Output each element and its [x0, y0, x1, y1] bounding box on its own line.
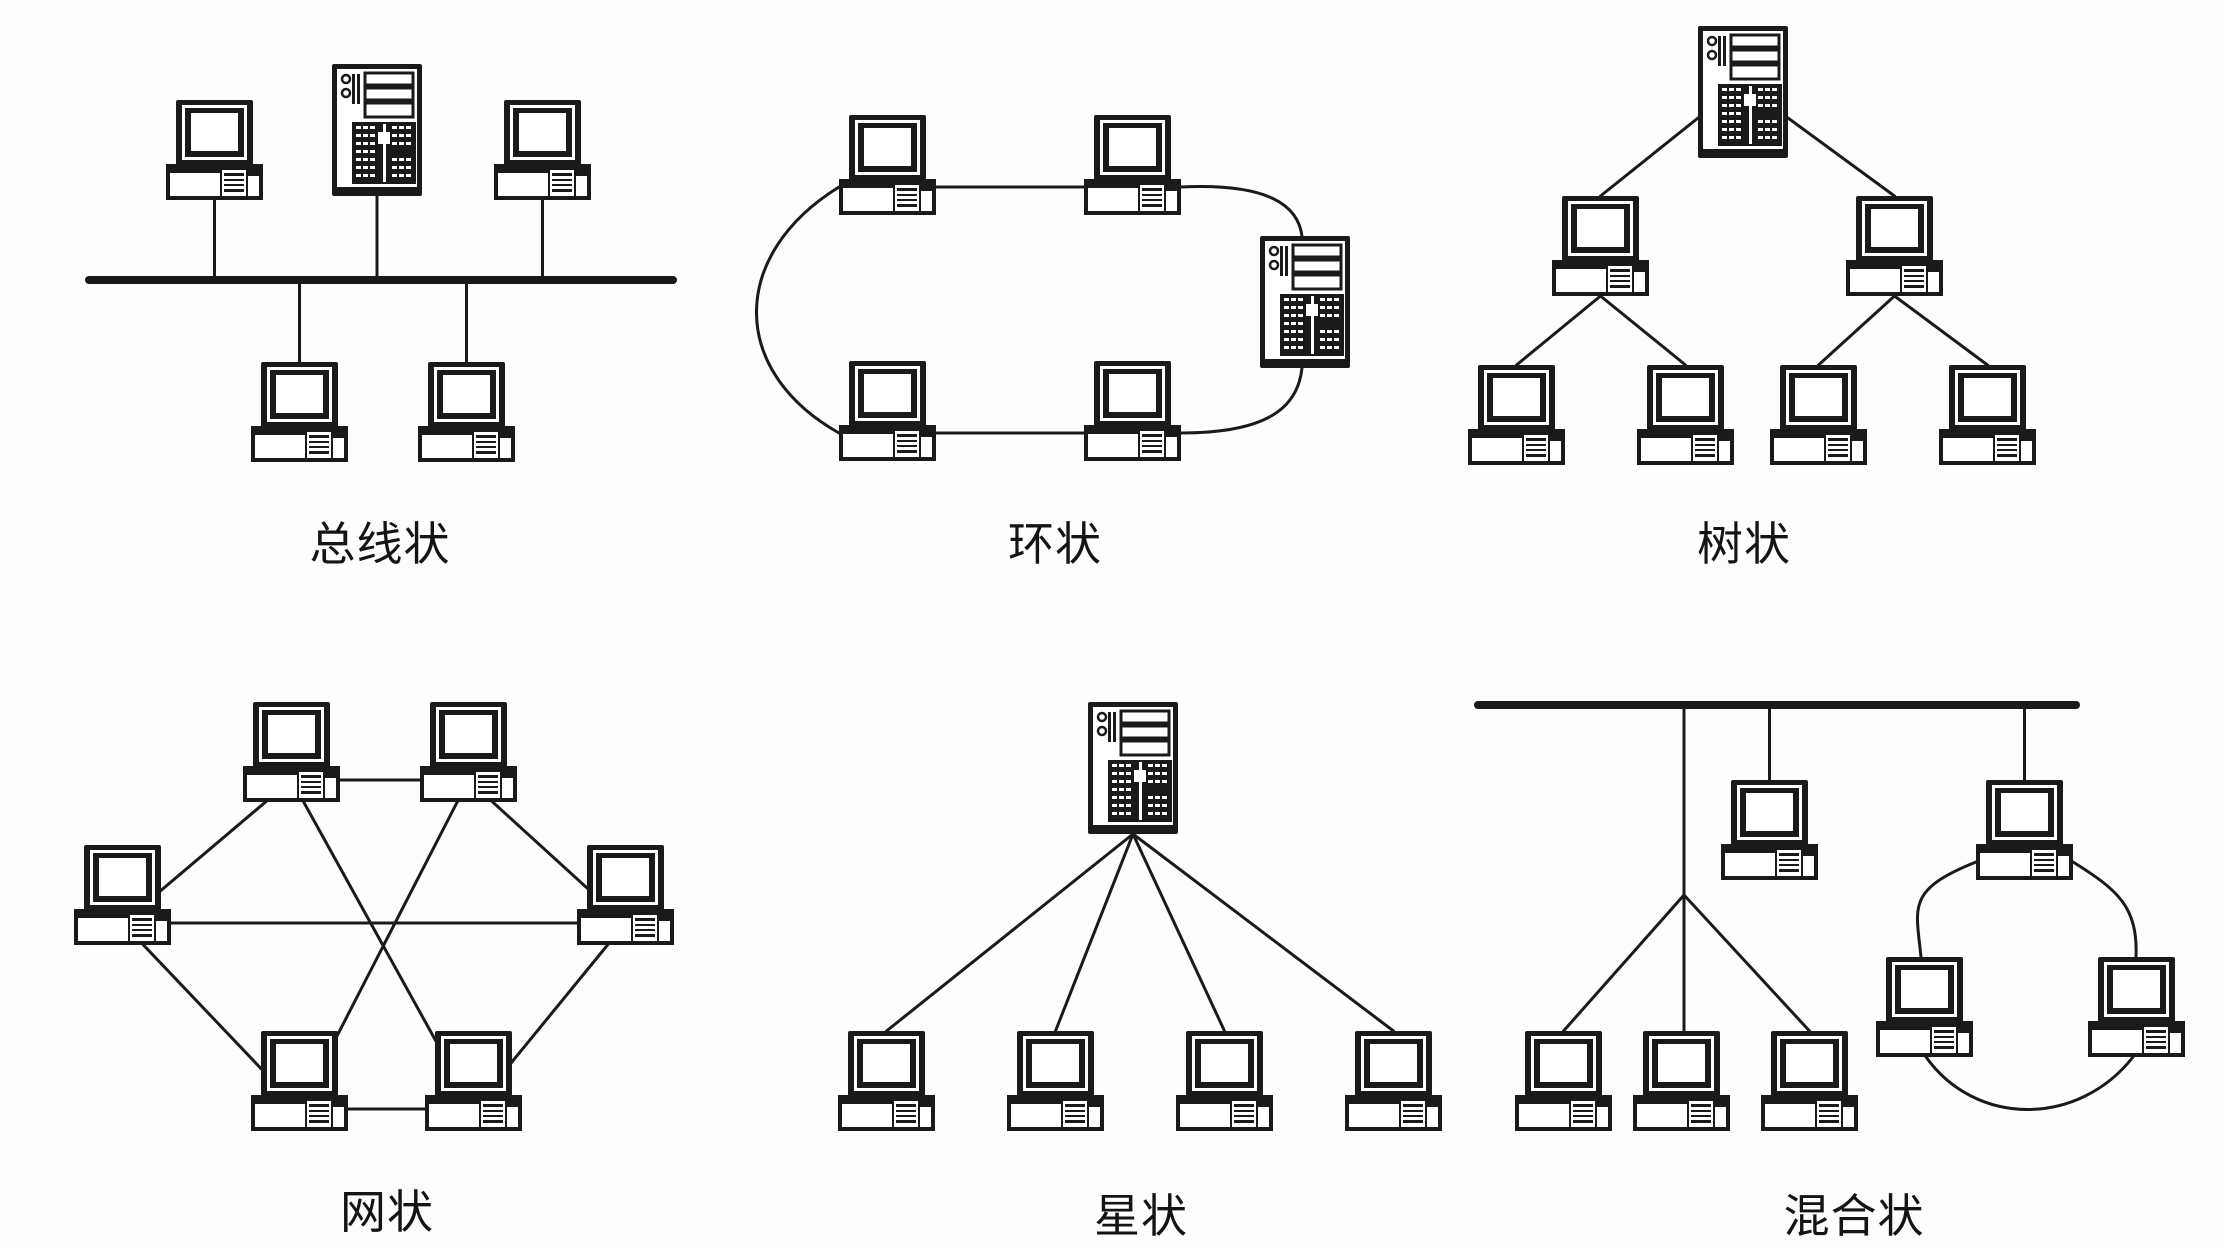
- computer-icon: [74, 845, 171, 945]
- computer-icon: [1515, 1031, 1612, 1131]
- tree-link: [1786, 116, 1896, 198]
- computer-icon: [838, 1031, 935, 1131]
- nodes-layer: [74, 24, 2185, 1131]
- computer-icon: [418, 362, 515, 462]
- computer-icon: [1846, 196, 1943, 296]
- ring-topology-label: 环状: [1008, 517, 1102, 571]
- computer-icon: [1939, 365, 2036, 465]
- server-icon: [1258, 234, 1352, 370]
- computer-icon: [420, 702, 517, 802]
- hybrid-branch-line: [1562, 893, 1686, 1033]
- computer-icon: [1637, 365, 1734, 465]
- hybrid-branch-line: [1682, 893, 1811, 1033]
- computer-icon: [1176, 1031, 1273, 1131]
- computer-icon: [839, 115, 936, 215]
- star-link: [1131, 832, 1395, 1033]
- tree-link: [1817, 294, 1896, 367]
- computer-icon: [1084, 361, 1181, 461]
- computer-icon: [1976, 780, 2073, 880]
- hybrid-ring-link: [2071, 860, 2138, 959]
- star-topology-label: 星状: [1094, 1189, 1188, 1243]
- ring-link: [755, 185, 841, 435]
- computer-icon: [1761, 1031, 1858, 1131]
- computer-icon: [251, 1031, 348, 1131]
- computer-icon: [1345, 1031, 1442, 1131]
- tree-link: [1893, 294, 1989, 367]
- server-icon: [330, 62, 424, 198]
- server-icon: [1086, 700, 1180, 836]
- computer-icon: [1468, 365, 1565, 465]
- computer-icon: [1633, 1031, 1730, 1131]
- tree-link: [1599, 294, 1687, 367]
- computer-icon: [1007, 1031, 1104, 1131]
- bus-topology-label: 总线状: [309, 517, 451, 571]
- tree-link: [1515, 294, 1602, 367]
- server-icon: [1696, 24, 1790, 160]
- computer-icon: [1876, 957, 1973, 1057]
- hybrid-ring-link: [1924, 1055, 2135, 1111]
- mesh-topology-label: 网状: [340, 1185, 434, 1239]
- star-link: [1054, 832, 1135, 1033]
- computer-icon: [1084, 115, 1181, 215]
- computer-icon: [2088, 957, 2185, 1057]
- star-link: [1131, 832, 1226, 1033]
- computer-icon: [425, 1031, 522, 1131]
- computer-icon: [1770, 365, 1867, 465]
- star-link: [885, 832, 1135, 1033]
- ring-link: [1179, 185, 1304, 238]
- tree-topology-label: 树状: [1697, 517, 1791, 571]
- hybrid-ring-link: [1915, 860, 1978, 959]
- ring-link: [1179, 366, 1304, 435]
- hybrid-topology-label: 混合状: [1783, 1189, 1925, 1243]
- computer-icon: [839, 361, 936, 461]
- computer-icon: [251, 362, 348, 462]
- computer-icon: [494, 100, 591, 200]
- computer-icon: [1552, 196, 1649, 296]
- tree-link: [1599, 116, 1700, 198]
- computer-icon: [1721, 780, 1818, 880]
- computer-icon: [166, 100, 263, 200]
- computer-icon: [243, 702, 340, 802]
- computer-icon: [577, 845, 674, 945]
- links-layer: [85, 116, 2138, 1111]
